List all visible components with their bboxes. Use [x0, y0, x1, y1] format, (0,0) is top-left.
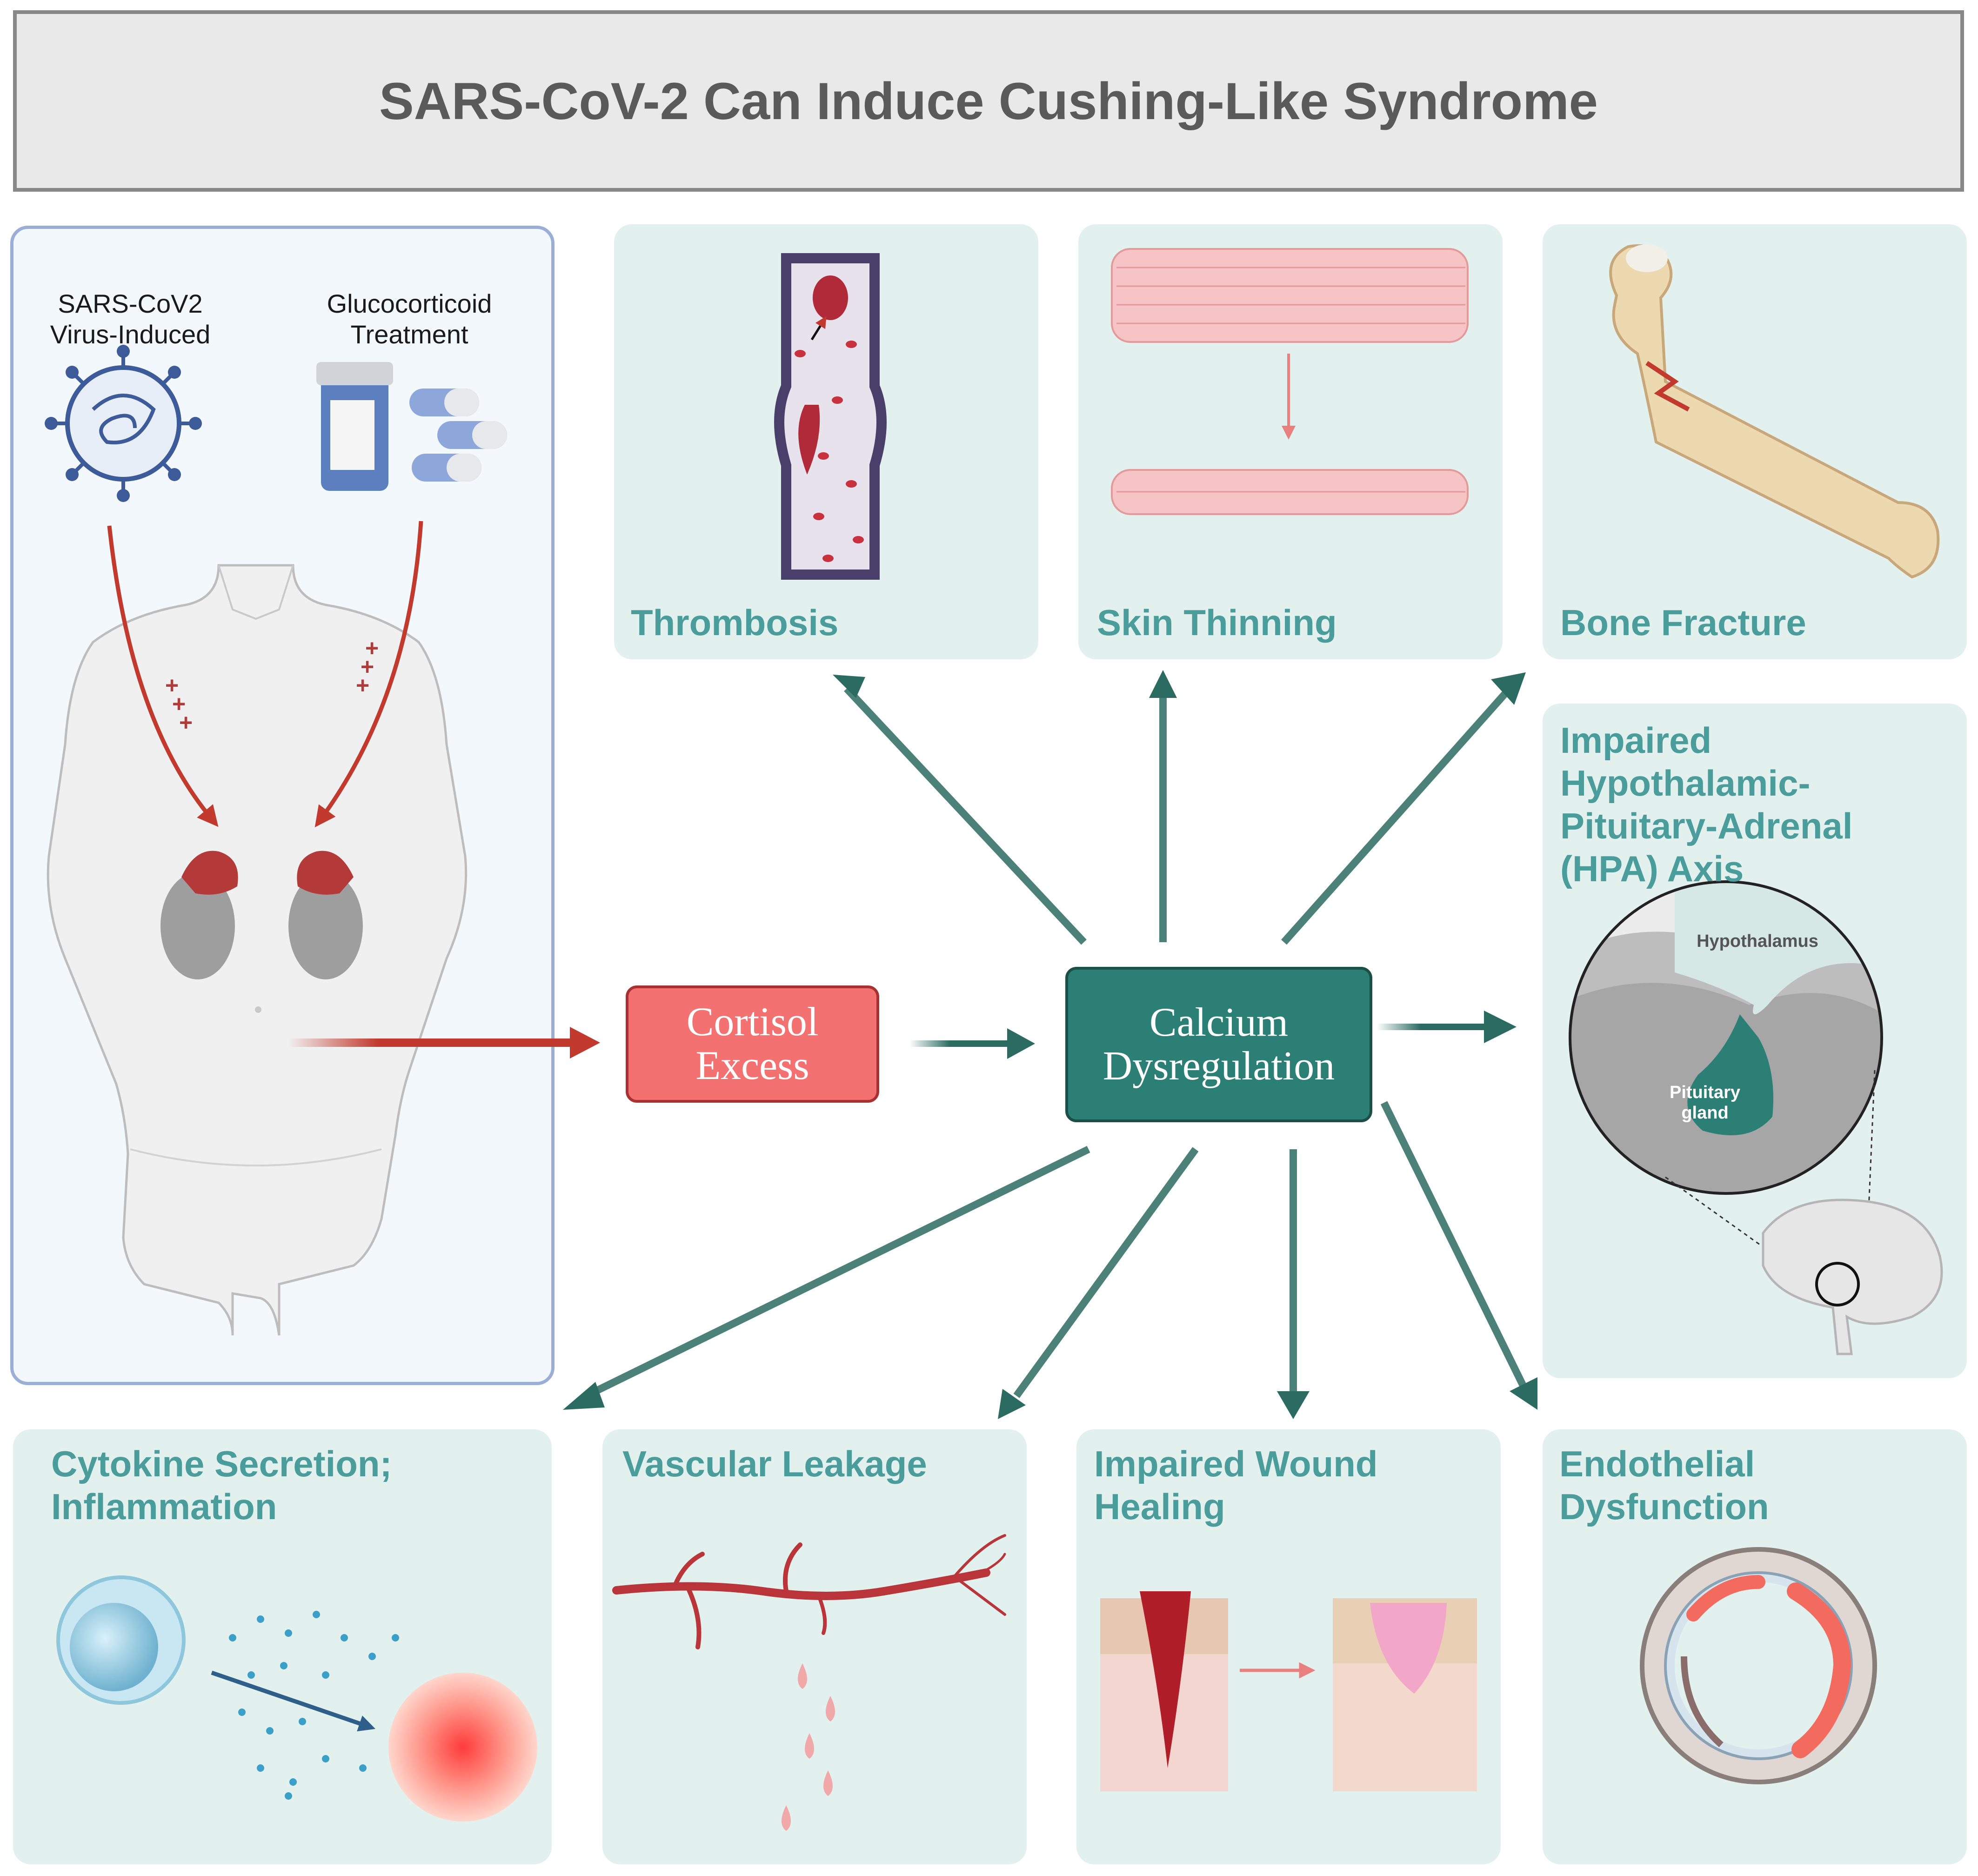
label-endothelial: Endothelial Dysfunction [1559, 1443, 1769, 1527]
arrow-to-vascular [1013, 1147, 1199, 1398]
hypothalamus-label: Hypothalamus [1697, 931, 1818, 951]
arrow-to-bone [1281, 686, 1512, 945]
page-title: SARS-CoV-2 Can Induce Cushing-Like Syndr… [379, 72, 1598, 130]
label-cytokine: Cytokine Secretion; Inflammation [51, 1443, 392, 1527]
virus-to-adrenal-arrow [107, 525, 219, 827]
calcium-dysregulation-box: Calcium Dysregulation [1065, 967, 1372, 1122]
cortisol-excess-label: Cortisol Excess [686, 999, 819, 1088]
body-to-cortisol-arrow [288, 1027, 600, 1059]
cortisol-excess-box: Cortisol Excess [626, 985, 879, 1103]
arrow-to-thrombosis [844, 686, 1087, 945]
label-bone-fracture: Bone Fracture [1560, 602, 1806, 643]
cortisol-to-calcium-arrow [909, 1028, 1035, 1059]
body-illustration: + + + + + + [47, 564, 468, 1336]
treatment-label: Glucocorticoid Treatment [327, 289, 492, 349]
virus-icon [45, 345, 202, 502]
pills-icon [316, 362, 507, 491]
label-thrombosis: Thrombosis [631, 602, 839, 643]
label-vascular-leakage: Vascular Leakage [622, 1443, 927, 1484]
svg-text:+: + [179, 710, 193, 736]
bone-fracture-illustration [1609, 244, 1940, 579]
svg-text:+: + [356, 672, 369, 698]
endothelial-illustration [1640, 1547, 1877, 1784]
wound-healing-illustration [1100, 1591, 1477, 1791]
svg-text:+: + [365, 635, 379, 661]
label-hpa-axis: Impaired Hypothalamic-Pituitary-Adrenal … [1560, 720, 1853, 889]
virus-label: SARS-CoV2 Virus-Induced [50, 289, 211, 349]
arrow-to-endothelial [1380, 1101, 1530, 1393]
title-bar: SARS-CoV-2 Can Induce Cushing-Like Syndr… [13, 10, 1964, 192]
thrombosis-illustration [774, 253, 887, 580]
hpa-illustration [1569, 880, 1943, 1355]
panel-vascular-leakage [602, 1429, 1027, 1864]
calcium-to-hpa-arrow [1377, 1011, 1517, 1043]
blood-drops [782, 1663, 835, 1831]
label-skin-thinning: Skin Thinning [1097, 602, 1337, 643]
svg-text:+: + [361, 654, 374, 680]
calcium-dysregulation-label: Calcium Dysregulation [1103, 1000, 1335, 1089]
cytokine-illustration [56, 1575, 537, 1822]
label-wound-healing: Impaired Wound Healing [1094, 1443, 1378, 1527]
vascular-leakage-illustration [612, 1534, 1006, 1649]
skin-thinning-illustration [1111, 248, 1469, 515]
svg-text:+: + [172, 691, 186, 717]
treatment-to-adrenal-arrow [314, 521, 423, 828]
arrow-to-cytokine [584, 1146, 1090, 1400]
svg-text:+: + [165, 672, 179, 698]
